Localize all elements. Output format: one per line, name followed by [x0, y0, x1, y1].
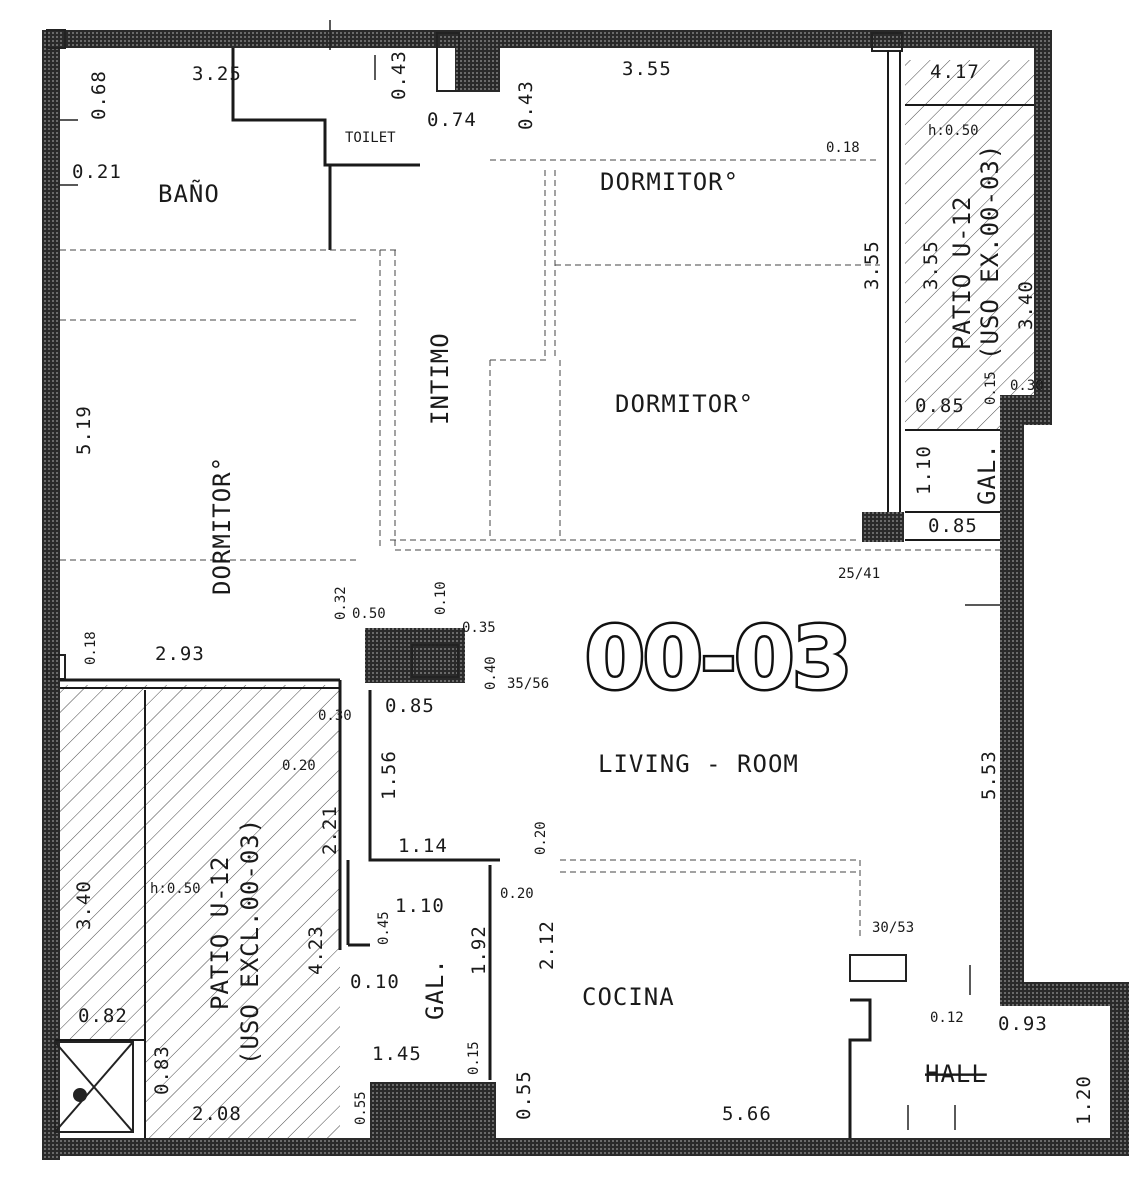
dim-label: 1.10	[395, 895, 445, 917]
dim-label: 0.18	[83, 631, 99, 665]
dim-label: 0.68	[88, 70, 110, 120]
interior-walls	[55, 48, 1034, 1138]
dim-label: 4.17	[930, 61, 980, 83]
dim-label: 0.15	[466, 1041, 482, 1075]
dim-label: h:0.50	[150, 881, 201, 897]
vents	[46, 29, 907, 1133]
dim-label: 0.74	[427, 109, 477, 131]
dim-label: 0.43	[515, 80, 537, 130]
exterior-walls	[42, 30, 1129, 1160]
dim-label: 1.14	[398, 835, 448, 857]
dim-label: 1.10	[913, 445, 935, 495]
dim-label: 0.82	[78, 1005, 128, 1027]
dim-label: 0.30	[318, 708, 352, 724]
room-gal-right: GAL.	[973, 443, 1001, 505]
dim-label: 3.55	[920, 240, 942, 290]
dim-label: 0.35	[462, 620, 496, 636]
room-toilet: TOILET	[345, 130, 396, 146]
dim-label: 3.55	[622, 58, 672, 80]
room-dormitorio-mid: DORMITOR°	[615, 390, 754, 418]
patio-right-hatch	[905, 60, 1040, 430]
dim-label: 35/56	[507, 676, 549, 692]
dim-label: 4.23	[305, 925, 327, 975]
dim-label: 2.12	[536, 920, 558, 970]
dim-label: 0.45	[376, 911, 392, 945]
room-patio-left-note: (USO EXCL.00-03)	[236, 818, 264, 1065]
construction-lines	[60, 159, 1000, 940]
room-living: LIVING - ROOM	[598, 750, 799, 778]
room-patio-left: PATIO U-12	[206, 856, 234, 1011]
dim-label: 30/53	[872, 920, 914, 936]
room-cocina: COCINA	[582, 983, 675, 1011]
dim-label: 0.40	[483, 656, 499, 690]
dim-label: 0.20	[282, 758, 316, 774]
dim-label: 0.10	[433, 581, 449, 615]
room-dormitorio-left: DORMITOR°	[208, 456, 236, 595]
dim-label: 5.19	[73, 405, 95, 455]
dim-label: 0.10	[350, 971, 400, 993]
dim-label: 0.85	[385, 695, 435, 717]
dim-label: 2.21	[319, 805, 341, 855]
dim-label: 0.85	[915, 395, 965, 417]
dim-label: 0.93	[998, 1013, 1048, 1035]
dim-label: 0.20	[500, 886, 534, 902]
room-intimo: INTIMO	[426, 332, 454, 425]
dim-label: 1.45	[372, 1043, 422, 1065]
dim-label: 0.32	[333, 586, 349, 620]
dim-label: 1.56	[378, 750, 400, 800]
dim-label: 0.30	[1010, 378, 1044, 394]
dim-label: 25/41	[838, 566, 880, 582]
dim-label: 5.53	[978, 750, 1000, 800]
room-bano: BAÑO	[158, 178, 220, 208]
room-dormitorio-top: DORMITOR°	[600, 168, 739, 196]
dim-label: 0.20	[533, 821, 549, 855]
dimension-lines	[60, 20, 1000, 1130]
dim-label: 3.25	[192, 63, 242, 85]
dim-label: 0.83	[151, 1045, 173, 1095]
room-patio-right: PATIO U-12	[948, 196, 976, 351]
columns	[365, 30, 904, 1154]
dim-label: 0.85	[928, 515, 978, 537]
room-hall: HALL	[925, 1060, 987, 1088]
dim-label: 0.12	[930, 1010, 964, 1026]
dim-label: 0.50	[352, 606, 386, 622]
dim-label: 0.55	[353, 1091, 369, 1125]
dim-label: 5.66	[722, 1103, 772, 1125]
dim-label: h:0.50	[928, 123, 979, 139]
dim-label: 0.55	[513, 1070, 535, 1120]
dim-label: 1.92	[468, 925, 490, 975]
room-patio-right-note: (USO EX.00-03)	[976, 144, 1004, 360]
dim-label: 0.15	[983, 371, 999, 405]
dim-label: 3.55	[861, 240, 883, 290]
room-labels: BAÑO TOILET DORMITOR° DORMITOR° DORMITOR…	[158, 130, 1004, 1088]
dim-label: 2.08	[192, 1103, 242, 1125]
room-gal-left: GAL.	[421, 958, 449, 1020]
dim-label: 0.43	[388, 50, 410, 100]
dim-label: 3.40	[1015, 280, 1037, 330]
patio-left-hatch	[55, 685, 340, 1140]
dim-label: 0.21	[72, 161, 122, 183]
dim-label: 3.40	[73, 880, 95, 930]
dim-label: 0.18	[826, 140, 860, 156]
unit-number: 00-03	[585, 609, 850, 709]
dim-label: 1.20	[1073, 1075, 1095, 1125]
dim-label: 2.93	[155, 643, 205, 665]
dimension-labels: 3.25 0.43 0.74 0.43 3.55 4.17 0.68 0.21 …	[72, 50, 1095, 1125]
